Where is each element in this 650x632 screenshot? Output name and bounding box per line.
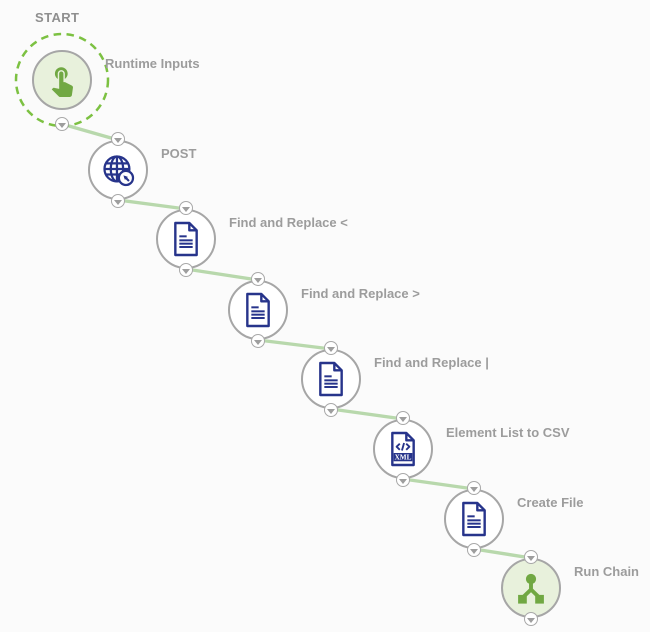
node-runtime-inputs[interactable]: Runtime Inputs [14, 32, 200, 131]
node-circle[interactable] [88, 140, 148, 200]
output-port[interactable] [251, 334, 265, 348]
output-port[interactable] [179, 263, 193, 277]
node-circle[interactable]: XML [373, 419, 433, 479]
output-port[interactable] [396, 473, 410, 487]
input-port[interactable] [111, 132, 125, 146]
node-find-replace-pipe[interactable]: Find and Replace | [301, 341, 489, 417]
node-find-replace-gt[interactable]: Find and Replace > [228, 272, 420, 348]
port-arrow-icon [58, 122, 66, 128]
port-arrow-icon [182, 206, 190, 212]
port-arrow-icon [327, 346, 335, 352]
port-arrow-icon [254, 277, 262, 283]
node-label: POST [161, 146, 197, 161]
xml-badge-text: XML [395, 454, 412, 462]
port-arrow-icon [527, 617, 535, 623]
output-port[interactable] [467, 543, 481, 557]
node-create-file[interactable]: Create File [444, 481, 583, 557]
document-icon [174, 221, 198, 257]
port-arrow-icon [527, 555, 535, 561]
xml-document-icon: XML [391, 431, 415, 467]
node-label: Find and Replace | [374, 355, 489, 370]
port-arrow-icon [254, 339, 262, 345]
port-arrow-icon [327, 408, 335, 414]
node-label: Create File [517, 495, 584, 510]
node-label: Runtime Inputs [105, 56, 200, 71]
output-port[interactable] [324, 403, 338, 417]
input-port[interactable] [179, 201, 193, 215]
globe-search-icon [103, 155, 135, 187]
input-port[interactable] [467, 481, 481, 495]
output-port[interactable] [524, 612, 538, 626]
port-arrow-icon [399, 478, 407, 484]
document-icon [246, 292, 270, 328]
node-circle[interactable] [32, 50, 92, 110]
node-circle[interactable] [301, 349, 361, 409]
node-label: Run Chain [574, 564, 639, 579]
output-port[interactable] [111, 194, 125, 208]
node-label: Find and Replace > [301, 286, 420, 301]
port-arrow-icon [114, 137, 122, 143]
input-port[interactable] [396, 411, 410, 425]
input-port[interactable] [524, 550, 538, 564]
document-icon [462, 501, 486, 537]
node-label: Find and Replace < [229, 215, 348, 230]
node-circle[interactable] [228, 280, 288, 340]
port-arrow-icon [470, 486, 478, 492]
node-element-list-to-csv[interactable]: XML Element List to CSV [373, 411, 570, 487]
node-circle[interactable] [156, 209, 216, 269]
output-port[interactable] [55, 117, 69, 131]
port-arrow-icon [470, 548, 478, 554]
node-post[interactable]: POST [88, 132, 196, 208]
node-find-replace-lt[interactable]: Find and Replace < [156, 201, 348, 277]
branch-icon [518, 573, 544, 604]
node-label: Element List to CSV [446, 425, 570, 440]
port-arrow-icon [399, 416, 407, 422]
port-arrow-icon [114, 199, 122, 205]
start-label: START [35, 10, 80, 25]
touch-icon [51, 67, 73, 97]
input-port[interactable] [324, 341, 338, 355]
document-icon [319, 361, 343, 397]
node-circle[interactable] [501, 558, 561, 618]
port-arrow-icon [182, 268, 190, 274]
input-port[interactable] [251, 272, 265, 286]
node-circle[interactable] [444, 489, 504, 549]
node-run-chain[interactable]: Run Chain [501, 550, 639, 626]
